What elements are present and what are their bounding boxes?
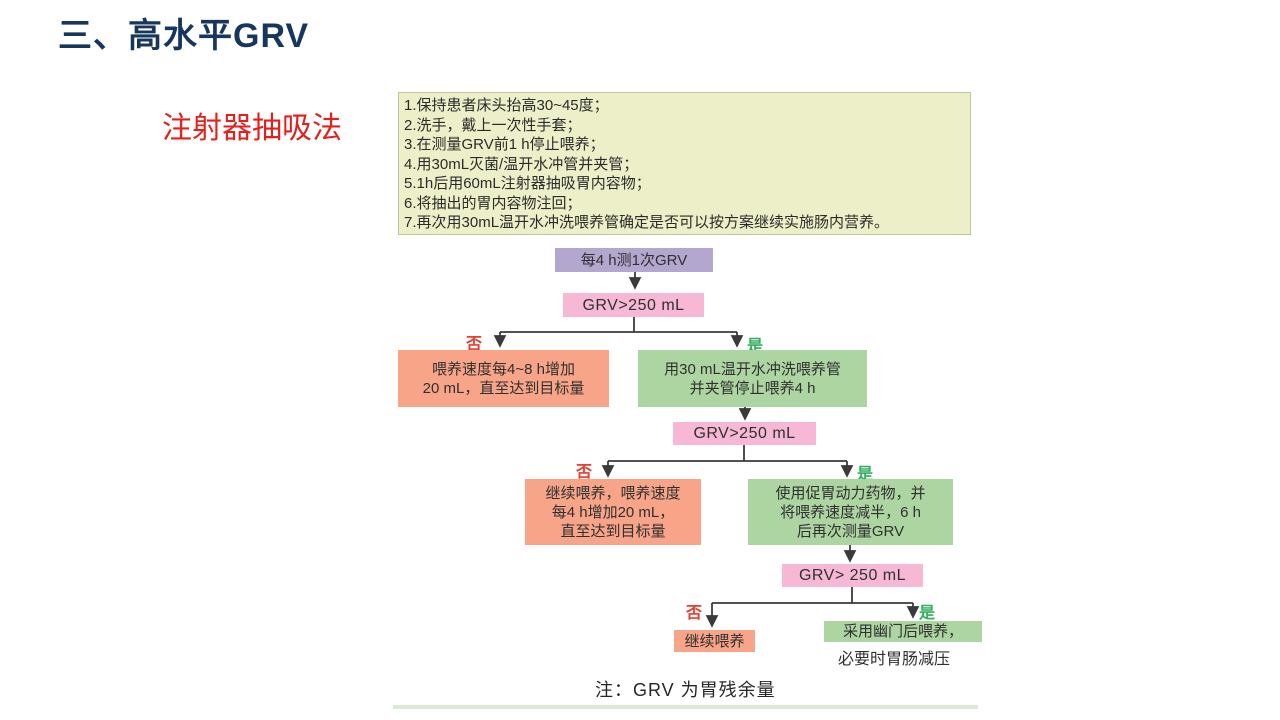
flowchart-no3-node: 继续喂养 [674,630,755,652]
branch1-no-label: 否 [466,336,483,353]
flowchart-no1-node: 喂养速度每4~8 h增加 20 mL，直至达到目标量 [398,350,609,407]
flowchart-yes3-extra-text: 必要时胃肠减压 [838,651,951,668]
flowchart-check3-node: GRV> 250 mL [782,564,923,587]
flowchart-yes2-node: 使用促胃动力药物，并 将喂养速度减半，6 h 后再次测量GRV [748,479,953,545]
flowchart-yes3-node: 采用幽门后喂养， [824,621,982,642]
branch3-yes-label: 是 [919,605,936,622]
procedure-step-5: 5.1h后用60mL注射器抽吸胃内容物； [404,175,651,192]
flowchart-yes1-node: 用30 mL温开水冲洗喂养管 并夹管停止喂养4 h [638,350,867,407]
bottom-divider [393,705,978,709]
flowchart-no2-node: 继续喂养，喂养速度 每4 h增加20 mL， 直至达到目标量 [525,479,701,545]
procedure-step-7: 7.再次用30mL温开水冲洗喂养管确定是否可以按方案继续实施肠内营养。 [404,214,890,231]
slide-title: 三、高水平GRV [58,17,310,55]
procedure-step-1: 1.保持患者床头抬高30~45度； [404,97,609,114]
flowchart-check1-node: GRV>250 mL [563,293,704,317]
flowchart-check2-node: GRV>250 mL [673,422,816,445]
procedure-step-4: 4.用30mL灭菌/温开水冲管并夹管； [404,155,639,173]
grv-note: 注：GRV 为胃残余量 [595,680,776,700]
flowchart-start-node: 每4 h测1次GRV [555,248,713,272]
branch2-no-label: 否 [576,464,593,481]
procedure-step-6: 6.将抽出的胃内容物注回； [404,194,582,212]
procedure-steps-box: 1.保持患者床头抬高30~45度； 2.洗手，戴上一次性手套； 3.在测量GRV… [398,92,971,235]
branch2-yes-label: 是 [857,466,874,483]
branch3-no-label: 否 [686,605,703,622]
procedure-step-2: 2.洗手，戴上一次性手套； [404,116,582,134]
method-label: 注射器抽吸法 [162,112,342,145]
procedure-step-3: 3.在测量GRV前1 h停止喂养； [404,136,605,153]
